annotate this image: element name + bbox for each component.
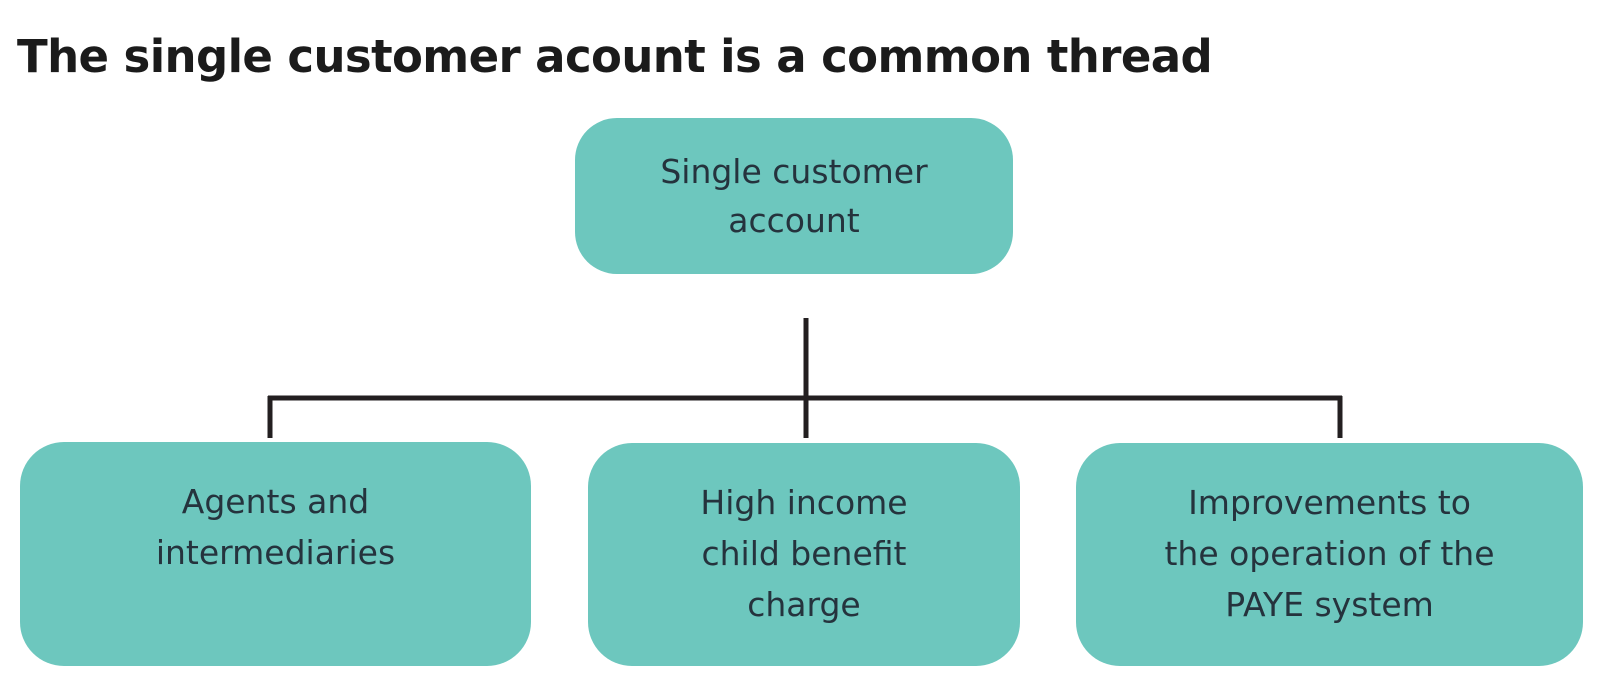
node-high-income-child-benefit-charge[interactable]: High income child benefit charge xyxy=(588,443,1020,666)
node-single-customer-account[interactable]: Single customer account xyxy=(575,118,1013,274)
node-label: Single customer account xyxy=(660,152,928,240)
node-agents-and-intermediaries[interactable]: Agents and intermediaries xyxy=(20,442,531,666)
node-improvements-to-paye[interactable]: Improvements to the operation of the PAY… xyxy=(1076,443,1583,666)
page-title: The single customer acount is a common t… xyxy=(17,30,1213,84)
node-label: Agents and intermediaries xyxy=(155,482,396,572)
node-label: High income child benefit charge xyxy=(700,483,908,624)
node-label: Improvements to the operation of the PAY… xyxy=(1164,483,1495,624)
